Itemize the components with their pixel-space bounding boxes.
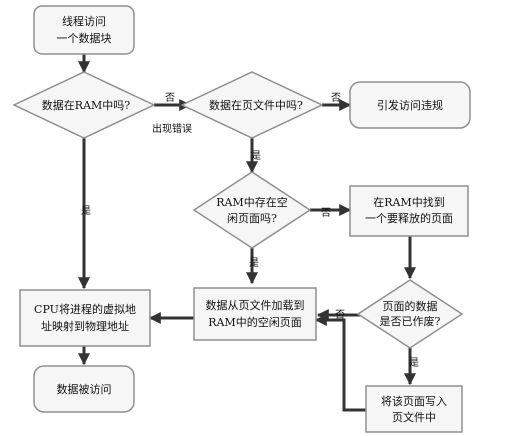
svg-text:CPU将进程的虚拟地址映射到物理地址: CPU将进程的虚拟地址映射到物理地址 [34, 302, 136, 333]
node-start-line2: 一个数据块 [57, 31, 112, 45]
svg-text:线程访问一个数据块: 线程访问一个数据块 [57, 14, 112, 45]
node-map-addr-line2: 址映射到物理地址 [41, 319, 129, 333]
node-start-line1: 线程访问 [62, 14, 106, 28]
label-yes-in-pagefile: 是 [251, 150, 261, 162]
decision-free-page-line2: 闲页面吗? [227, 211, 277, 225]
svg-text:RAM中存在空闲页面吗?: RAM中存在空闲页面吗? [216, 195, 288, 225]
node-load-data: 数据从页文件加载到 RAM中的空闲页面 [193, 287, 317, 341]
label-yes-dirty: 是 [409, 357, 419, 369]
label-yes-in-ram: 是 [81, 205, 91, 217]
decision-dirty-line1: 页面的数据 [383, 299, 438, 313]
decision-dirty-line2: 是否已作废? [380, 314, 441, 328]
decision-in-ram: 数据在RAM中吗? [12, 71, 156, 139]
node-violation: 引发访问违规 [349, 81, 471, 129]
node-write-page-line2: 页文件中 [392, 410, 436, 424]
edge-labels: 否 出现错误 否 是 是 否 是 否 是 [81, 92, 419, 369]
svg-text:将该页面写入页文件中: 将该页面写入页文件中 [381, 394, 447, 424]
edge-write-page-to-load-data [314, 314, 366, 412]
label-no-free-page: 否 [321, 207, 331, 219]
node-accessed: 数据被访问 [33, 365, 135, 413]
label-no-in-ram: 否 [165, 92, 175, 104]
decision-free-page: RAM中存在空闲页面吗? [192, 171, 312, 249]
node-load-data-line1: 数据从页文件加载到 [206, 298, 305, 312]
svg-text:数据在页文件中吗?: 数据在页文件中吗? [209, 98, 303, 112]
label-fault: 出现错误 [152, 122, 192, 135]
label-no-in-pagefile: 否 [331, 92, 341, 104]
svg-text:页面的数据是否已作废?: 页面的数据是否已作废? [380, 299, 441, 328]
node-find-page: 在RAM中找到一个要释放的页面 [349, 185, 469, 237]
node-find-page-line1: 在RAM中找到 [373, 195, 445, 209]
svg-text:数据被访问: 数据被访问 [57, 382, 112, 396]
node-find-page-line2: 一个要释放的页面 [365, 211, 453, 225]
decision-in-pagefile-text: 数据在页文件中吗? [209, 98, 303, 112]
node-write-page: 将该页面写入页文件中 [365, 385, 463, 433]
node-map-addr: CPU将进程的虚拟地址映射到物理地址 [19, 289, 151, 347]
svg-text:引发访问违规: 引发访问违规 [377, 98, 443, 112]
node-load-data-line2: RAM中的空闲页面 [208, 315, 302, 329]
edges [78, 54, 416, 412]
node-start: 线程访问一个数据块 [33, 5, 135, 55]
label-no-dirty: 否 [335, 309, 345, 321]
node-accessed-text: 数据被访问 [57, 382, 112, 396]
label-yes-free-page: 是 [249, 257, 259, 269]
node-map-addr-line1: CPU将进程的虚拟地 [34, 302, 136, 316]
decision-dirty: 页面的数据是否已作废? [356, 279, 464, 349]
decision-free-page-line1: RAM中存在空 [216, 195, 288, 209]
decision-in-ram-text: 数据在RAM中吗? [42, 98, 130, 112]
decision-in-pagefile: 数据在页文件中吗? [180, 71, 324, 139]
node-write-page-line1: 将该页面写入 [381, 394, 447, 408]
svg-text:数据在RAM中吗?: 数据在RAM中吗? [42, 98, 130, 112]
node-violation-text: 引发访问违规 [377, 98, 443, 112]
svg-text:在RAM中找到一个要释放的页面: 在RAM中找到一个要释放的页面 [365, 195, 453, 225]
